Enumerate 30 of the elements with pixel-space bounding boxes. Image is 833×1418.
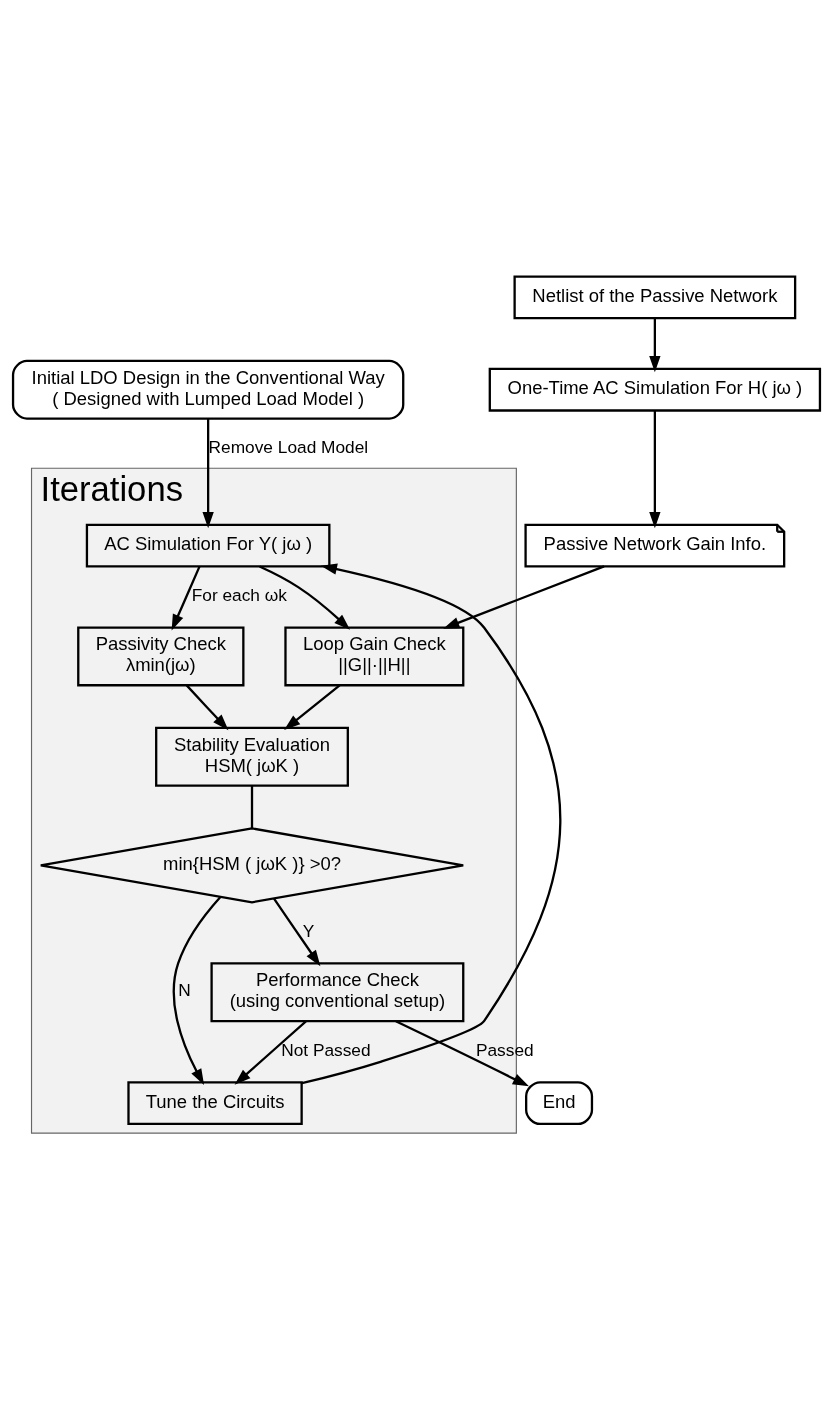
edge-label: Remove Load Model — [208, 436, 369, 457]
node-box: Performance Check (using conventional setup) — [210, 961, 465, 1022]
edge-label: Not Passed — [281, 1039, 371, 1060]
node-box: Passivity Check λmin(jω) — [77, 625, 245, 686]
arrow — [395, 1019, 529, 1086]
node-box: One-Time AC Simulation For H( jω ) — [488, 367, 822, 412]
arrow — [273, 897, 321, 966]
node-diamond: min{HSM ( jωK )} >0? — [39, 826, 465, 903]
edge-label: Y — [302, 920, 315, 941]
node-box: Netlist of the Passive Network — [513, 274, 797, 319]
arrow — [259, 565, 351, 630]
arrow — [284, 684, 341, 730]
connector — [250, 785, 254, 828]
arrow — [234, 1020, 307, 1085]
arrow — [171, 565, 201, 630]
arrow — [202, 418, 214, 528]
arrow — [185, 684, 229, 730]
node-box: End — [525, 1080, 594, 1125]
arrow — [443, 564, 605, 629]
edge-label: For each ωk — [191, 584, 287, 605]
arrow — [649, 318, 661, 372]
node-box: Loop Gain Check ||G||·||H|| — [284, 625, 465, 686]
arrow — [172, 895, 222, 1085]
node-box: AC Simulation For Y( jω ) — [85, 523, 331, 567]
node-box: Stability Evaluation HSM( jωK ) — [155, 726, 349, 787]
edge-label: N — [178, 979, 191, 1000]
node-box: Initial LDO Design in the Conventional Way ( Designed with Lumped Load Model ) — [11, 359, 405, 420]
arrow — [649, 410, 661, 528]
arrow — [301, 563, 562, 1084]
node-box: Tune the Circuits — [127, 1080, 303, 1125]
